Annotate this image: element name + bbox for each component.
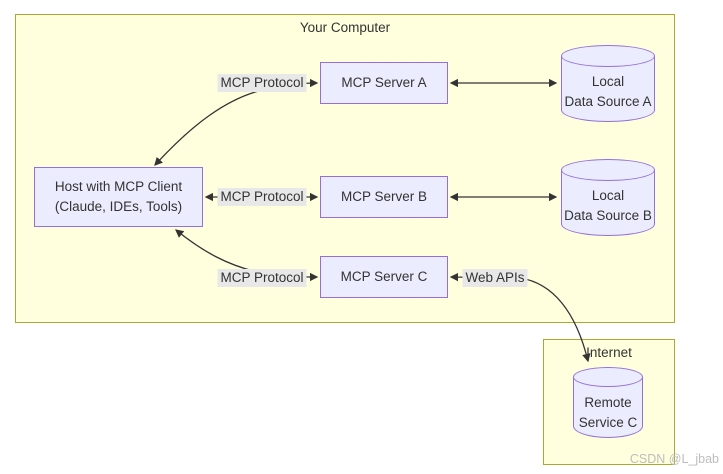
cylinder-top [561, 159, 655, 181]
node-mcp-server-a-label: MCP Server A [341, 75, 427, 90]
edge-host-server-a [154, 78, 319, 166]
node-mcp-server-a: MCP Server A [320, 62, 448, 104]
cylinder-body [561, 56, 655, 122]
node-local-data-source-b-label: Local Data Source B [564, 188, 652, 223]
edge-label-web-apis: Web APIs [462, 269, 528, 287]
node-mcp-server-c: MCP Server C [320, 256, 448, 298]
node-mcp-server-c-label: MCP Server C [340, 269, 428, 284]
node-mcp-server-b: MCP Server B [320, 176, 448, 218]
cylinder-top [573, 367, 643, 387]
node-host-line2: (Claude, IDEs, Tools) [54, 199, 183, 214]
node-local-data-source-a-label: Local Data Source A [564, 74, 652, 109]
edge-label-mcp-protocol-b: MCP Protocol [217, 188, 307, 206]
cylinder-top [561, 45, 655, 67]
edge-server-c-remote-c [449, 272, 591, 363]
csdn-watermark: CSDN @L_jbab [629, 452, 719, 466]
cylinder-body [573, 378, 643, 438]
node-local-data-source-a: Local Data Source A [561, 45, 655, 122]
cylinder-body [561, 170, 655, 236]
node-host: Host with MCP Client (Claude, IDEs, Tool… [34, 167, 203, 227]
node-host-line1: Host with MCP Client [54, 179, 183, 194]
edge-label-mcp-protocol-a: MCP Protocol [217, 74, 307, 92]
node-mcp-server-b-label: MCP Server B [340, 189, 428, 204]
your-computer-title: Your Computer [299, 20, 391, 35]
node-remote-service-c-label: Remote Service C [578, 395, 638, 430]
node-local-data-source-b: Local Data Source B [561, 159, 655, 236]
node-remote-service-c: Remote Service C [573, 367, 643, 438]
internet-title: Internet [586, 345, 632, 360]
edge-label-mcp-protocol-c: MCP Protocol [217, 269, 307, 287]
